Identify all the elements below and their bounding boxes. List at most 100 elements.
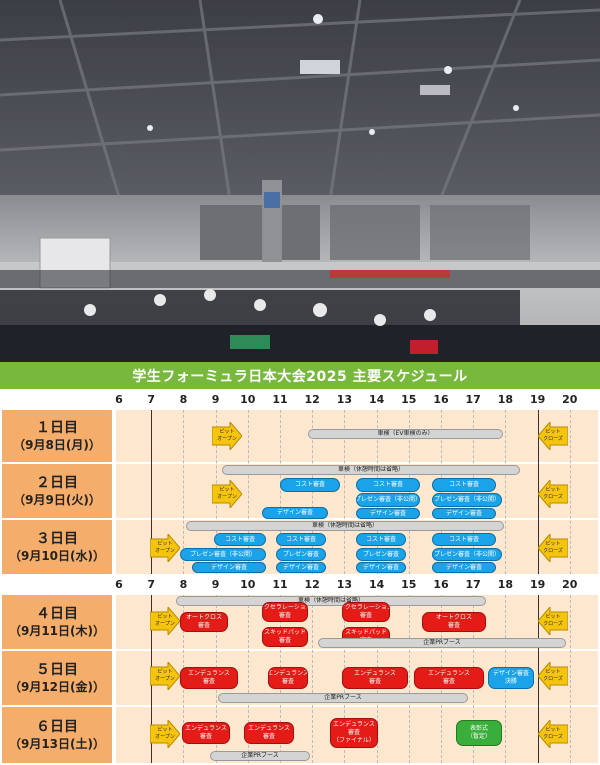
event-label: 表彰式 bbox=[469, 725, 488, 732]
hour-label: 16 bbox=[433, 578, 449, 591]
pit-close-arrow: ピットクローズ bbox=[538, 480, 568, 508]
event-label: デザイン審査 bbox=[210, 563, 247, 571]
skidpad-event: スキッドパッド審査 bbox=[262, 627, 308, 647]
pr-booth-bar: 企業PRブース bbox=[318, 638, 566, 648]
arrow-label: ピット bbox=[545, 727, 561, 733]
event-label: オートクロス bbox=[185, 614, 222, 621]
day-label-6: ６日目 （9月13日(土)） bbox=[2, 707, 112, 763]
event-label: スキッドパッド bbox=[344, 629, 387, 636]
day-date: （9月8日(月)） bbox=[13, 437, 101, 452]
event-label: デザイン審査 bbox=[445, 563, 482, 571]
hour-label: 20 bbox=[562, 393, 578, 406]
endurance-event: エンデュランス審査 bbox=[268, 667, 308, 689]
event-label: コスト審査 bbox=[224, 535, 255, 543]
arrow-label: ピット bbox=[545, 429, 561, 435]
arrow-label: クローズ bbox=[543, 676, 563, 682]
award-event: 表彰式（暫定） bbox=[456, 720, 502, 746]
hour-label: 10 bbox=[240, 578, 256, 591]
arrow-label: オープン bbox=[155, 676, 175, 682]
arrow-label: ピット bbox=[157, 727, 173, 733]
endurance-event: エンデュランス審査 bbox=[244, 722, 294, 744]
pit-open-arrow: ピットオープン bbox=[150, 662, 180, 690]
event-label: エンデュランス bbox=[268, 670, 308, 677]
event-label: エンデュランス bbox=[354, 670, 396, 677]
hour-label: 7 bbox=[147, 393, 156, 406]
hour-label: 14 bbox=[368, 393, 385, 406]
event-label: コスト審査 bbox=[372, 481, 403, 488]
arrow-label: オープン bbox=[155, 621, 175, 627]
event-label: プレゼン審査 bbox=[282, 550, 319, 558]
event-label: 審査 bbox=[359, 612, 372, 619]
design-event: デザイン審査 bbox=[432, 562, 496, 573]
event-label: アクセラレーション bbox=[263, 604, 307, 611]
pit-open-arrow: ピットオープン bbox=[150, 720, 180, 748]
day-label-5: ５日目 （9月12日(金)） bbox=[2, 651, 112, 705]
hour-label: 13 bbox=[336, 578, 353, 591]
presen-event: プレゼン審査（非公開） bbox=[432, 493, 502, 507]
cost-event: コスト審査 bbox=[356, 533, 406, 546]
pit-close-arrow: ピットクローズ bbox=[538, 720, 568, 748]
arrow-label: クローズ bbox=[543, 494, 563, 500]
endurance-final-event: エンデュランス審査（ファイナル） bbox=[330, 718, 378, 748]
design-event: デザイン審査 bbox=[262, 507, 328, 519]
day-label-2: ２日目 （9月9日(火)） bbox=[2, 464, 112, 518]
event-label: 審査 bbox=[278, 612, 291, 619]
design-event: デザイン審査 bbox=[356, 508, 420, 519]
event-label: 審査 bbox=[278, 637, 291, 644]
day-label-4: ４日目 （9月11日(木)） bbox=[2, 595, 112, 649]
arrow-label: オープン bbox=[155, 548, 175, 554]
cost-event: コスト審査 bbox=[432, 533, 496, 546]
inspection-bar: 車検（休憩時間は省略） bbox=[186, 521, 504, 531]
event-label: 審査 bbox=[447, 622, 460, 629]
event-label: プレゼン審査（非公開） bbox=[433, 496, 500, 503]
arrow-label: ピット bbox=[545, 669, 561, 675]
day-label-3: ３日目 （9月10日(水)） bbox=[2, 520, 112, 574]
hour-label: 9 bbox=[211, 578, 220, 591]
event-label: 審査 bbox=[347, 729, 360, 736]
cost-event: コスト審査 bbox=[356, 478, 420, 492]
hour-label: 10 bbox=[240, 393, 256, 406]
day-date: （9月13日(土)） bbox=[8, 736, 106, 751]
arrow-label: ピット bbox=[219, 429, 235, 435]
event-label: プレゼン審査（非公開） bbox=[356, 496, 420, 503]
arrow-label: クローズ bbox=[543, 734, 563, 740]
cost-event: コスト審査 bbox=[280, 478, 340, 492]
event-label: コスト審査 bbox=[365, 535, 396, 543]
event-label: 決勝 bbox=[504, 678, 517, 685]
hour-label: 13 bbox=[336, 393, 353, 406]
day-date: （9月11日(木)） bbox=[8, 623, 106, 638]
arrow-label: ピット bbox=[545, 541, 561, 547]
inspection-bar: 車検（EV車検のみ） bbox=[308, 429, 503, 439]
event-label: （ファイナル） bbox=[333, 737, 375, 744]
arrow-label: ピット bbox=[157, 541, 173, 547]
design-event: デザイン審査 bbox=[276, 562, 326, 573]
event-label: 審査 bbox=[262, 733, 275, 740]
arrow-label: クローズ bbox=[543, 436, 563, 442]
event-label: コスト審査 bbox=[294, 481, 325, 488]
arrow-label: オープン bbox=[217, 436, 237, 442]
hour-label: 6 bbox=[115, 393, 123, 406]
pit-close-arrow: ピットクローズ bbox=[538, 662, 568, 690]
day-date: （9月12日(金)） bbox=[8, 679, 106, 694]
cost-event: コスト審査 bbox=[432, 478, 496, 492]
hour-label: 17 bbox=[465, 578, 481, 591]
event-label: オートクロス bbox=[435, 614, 472, 621]
cost-event: コスト審査 bbox=[276, 533, 326, 546]
hour-label: 11 bbox=[272, 578, 288, 591]
hour-label: 12 bbox=[304, 393, 320, 406]
inspection-bar: 車検（休憩時間は省略） bbox=[176, 596, 486, 606]
hour-label: 15 bbox=[401, 393, 417, 406]
event-label: エンデュランス bbox=[428, 670, 470, 677]
hour-label: 16 bbox=[433, 393, 449, 406]
event-label: 審査 bbox=[442, 678, 455, 685]
event-label: エンデュランス bbox=[248, 725, 290, 732]
presen-event: プレゼン審査（非公開） bbox=[356, 493, 420, 507]
event-label: デザイン審査 bbox=[282, 563, 319, 571]
event-label: エンデュランス bbox=[185, 725, 227, 732]
event-label: プレゼン審査（非公開） bbox=[189, 550, 256, 558]
event-label: 審査 bbox=[281, 678, 294, 685]
event-label: 審査 bbox=[202, 678, 215, 685]
hour-label: 6 bbox=[115, 578, 123, 591]
day-number: ４日目 bbox=[36, 605, 78, 622]
